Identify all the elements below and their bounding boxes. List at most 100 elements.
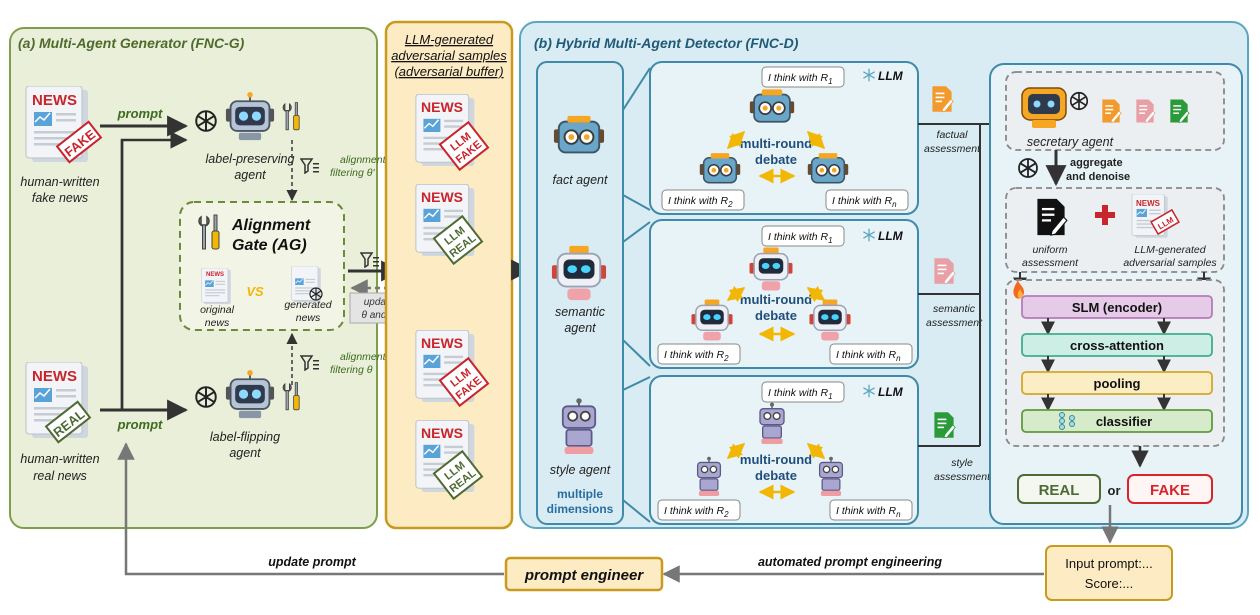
speech-bubble-r1 [761,381,845,403]
multiple-dimensions-line1: multiple [557,487,603,501]
prompt-label-top: prompt [117,106,163,121]
filter-bottom-line2: filtering θ [330,364,373,376]
speech-bubble-r2 [661,189,745,211]
input-prompt-text: Input prompt:... [1065,556,1152,571]
debate-robot-icon [759,402,785,445]
debate-arrow [726,443,746,459]
buffer-llm-fake-2: NEWS LLM FAKE [415,330,490,408]
filter-top-line1: alignment [340,154,387,166]
debate-label-line1: multi-round [740,452,812,467]
cross-attention-label: cross-attention [1070,338,1164,353]
news-label: NEWS [32,92,77,109]
llm-tag: LLM [878,69,904,83]
filter-top-line2: filtering θ' [330,167,375,179]
debate-label-line2: debate [755,308,797,323]
news-label: NEWS [421,425,463,441]
assessment-connectors [918,123,981,447]
debate-robot-icon [696,456,722,497]
update-line1: update [364,297,395,308]
real-source-line2: real news [33,469,87,483]
debate-arrow [726,285,746,303]
or-label: or [1108,483,1121,498]
buffer-llm-fake-1: NEWS LLM FAKE [415,94,490,172]
news-label: NEWS [421,189,463,205]
speech-bubble-r1 [761,66,845,88]
speech-rn: I think with Rn [836,505,901,519]
classifier-block [1021,409,1213,433]
network-icon [1059,412,1075,430]
fake-result-badge [1127,474,1213,504]
panel-b-title: (b) Hybrid Multi-Agent Detector (FNC-D) [534,35,799,51]
fake-result-label: FAKE [1150,482,1190,499]
buffer-title-line3: (adversarial buffer) [394,64,503,79]
aggregate-line1: aggregate [1070,157,1123,169]
buffer-llm-real-1: NEWS LLM REAL [415,184,484,266]
debate-label-line2: debate [755,152,797,167]
real-result-badge [1017,474,1101,504]
speech-r2: I think with R2 [668,195,733,209]
original-news-line1: original [200,304,235,316]
debate-robot-icon [818,456,844,497]
semantic-agent-line1: semantic [555,305,606,319]
label-flipping-line2: agent [229,446,261,460]
update-line2: θ and θ' [362,310,398,321]
prompt-engineer-label: prompt engineer [524,567,645,584]
debate-label-line2: debate [755,468,797,483]
style-assessment-line1: style [951,457,973,469]
generated-news-line2: news [296,312,321,324]
llm-tag: LLM [878,229,904,243]
generated-news-line1: generated [284,299,332,311]
news-label: NEWS [421,99,463,115]
news-label: NEWS [32,368,77,385]
real-source-line1: human-written [20,452,99,466]
multiple-dimensions-line2: dimensions [547,502,614,516]
score-box [1045,545,1173,601]
pooling-label: pooling [1094,376,1141,391]
style-assessment-line2: assessment [934,471,991,483]
debate-arrow [726,130,746,150]
debate-arrow [806,130,826,150]
fake-source-line1: human-written [20,175,99,189]
pooling-block [1021,371,1213,395]
original-news-line2: news [205,317,230,329]
gate-title-line2: Gate (AG) [232,237,307,254]
adv-samples-line1: LLM-generated [1134,244,1206,256]
speech-r2: I think with R2 [664,349,729,363]
semantic-agent-line2: agent [564,321,596,335]
agent-debate-connectors [622,67,651,523]
news-label: NEWS [1136,199,1161,208]
debate-label-line1: multi-round [740,292,812,307]
speech-bubble-rn [829,499,913,521]
factual-assessment-line2: assessment [924,143,981,155]
real-result-label: REAL [1039,482,1080,499]
aggregate-line2: and denoise [1066,171,1130,183]
buffer-llm-real-2: NEWS LLM REAL [415,420,484,501]
factual-assessment-line1: factual [937,129,969,141]
style-agent-label: style agent [550,463,611,477]
debate-arrow [806,285,826,303]
fire-icon [1013,280,1024,299]
speech-bubble-rn [825,189,909,211]
speech-r1: I think with R1 [768,72,833,86]
gate-title-line1: Alignment [231,217,311,234]
speech-rn: I think with Rn [832,195,897,209]
news-label: NEWS [421,335,463,351]
score-text: Score:... [1085,576,1133,591]
slm-encoder-block [1021,295,1213,319]
speech-rn: I think with Rn [836,349,901,363]
semantic-assessment-line2: assessment [926,317,983,329]
vs-label: VS [246,284,264,299]
speech-r1: I think with R1 [768,387,833,401]
secretary-agent-label: secretary agent [1027,135,1114,149]
news-label: NEWS [206,272,224,278]
speech-bubble-r2 [657,343,741,365]
speech-r1: I think with R1 [768,231,833,245]
uniform-assessment-line2: assessment [1022,257,1079,269]
fact-agent-label: fact agent [553,173,608,187]
cross-attention-block [1021,333,1213,357]
debate-label-line1: multi-round [740,136,812,151]
fake-source-line2: fake news [32,191,88,205]
semantic-assessment-line1: semantic [933,303,976,315]
